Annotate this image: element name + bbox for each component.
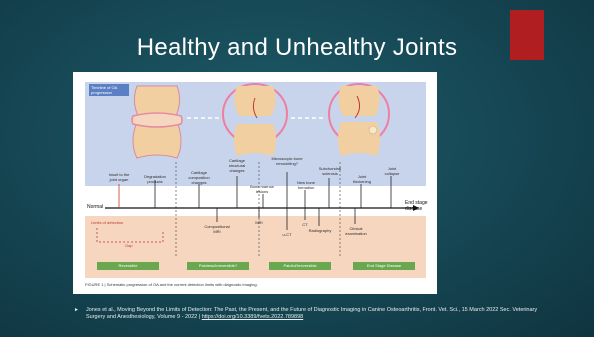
axis-start-label: Normal bbox=[87, 204, 103, 210]
gap-label: Gap bbox=[125, 243, 133, 248]
joint-diagram bbox=[73, 72, 437, 294]
event-label: Bone marrow lesions bbox=[245, 184, 279, 194]
event-label: Joint thickening bbox=[349, 174, 375, 184]
event-label: Degradation products bbox=[141, 174, 169, 184]
stage-bar: Painless/Irreversible? bbox=[187, 262, 249, 270]
healthy-joint-icon bbox=[132, 86, 182, 158]
citation-body: Jones et al., Moving Beyond the Limits o… bbox=[86, 307, 537, 320]
modality-label: Radiography bbox=[307, 228, 333, 233]
event-label: Insult to the joint organ bbox=[107, 172, 131, 182]
modality-label: CT bbox=[297, 222, 313, 227]
event-label: Microscopic bone remodeling? bbox=[271, 156, 303, 166]
event-label: Cartilage composition changes bbox=[185, 170, 213, 185]
event-label: Joint collapse bbox=[381, 166, 403, 176]
modality-label: u-CT bbox=[277, 232, 297, 237]
oa-figure: Timeline of OA progression Insult to the… bbox=[73, 72, 437, 294]
stage-bar: Painful/Irreversible bbox=[269, 262, 331, 270]
figure-caption: FIGURE 1 | Schematic progression of OA a… bbox=[85, 282, 258, 287]
event-label: New bone formation bbox=[293, 180, 319, 190]
axis-end-label: End stage disease bbox=[405, 200, 437, 212]
event-label: Subchondral sclerosis bbox=[317, 166, 343, 176]
stage-bar: Reversible bbox=[97, 262, 159, 270]
citation-bullet: ► bbox=[74, 307, 79, 313]
early-oa-joint-icon bbox=[223, 84, 287, 156]
detection-tag: Limits of detection bbox=[91, 220, 123, 225]
citation-link[interactable]: https://doi.org/10.3389/fvets.2022.78989… bbox=[202, 314, 304, 320]
modality-label: Compositional MRI bbox=[201, 224, 233, 234]
event-label: Cartilage structural changes bbox=[223, 158, 251, 173]
citation-text: Jones et al., Moving Beyond the Limits o… bbox=[86, 307, 556, 321]
stage-bar: End Stage Disease bbox=[353, 262, 415, 270]
modality-label: MRI bbox=[251, 220, 267, 225]
modality-label: Clinical examination bbox=[343, 226, 369, 236]
timeline-tag: Timeline of OA progression bbox=[89, 84, 129, 96]
end-stage-joint-icon bbox=[329, 84, 389, 156]
slide-title: Healthy and Unhealthy Joints bbox=[0, 34, 594, 62]
